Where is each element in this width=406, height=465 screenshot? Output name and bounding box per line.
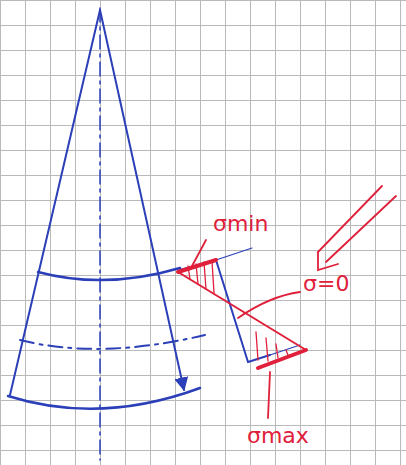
stress-label: σmin <box>210 212 271 236</box>
stress-label: σmax <box>244 424 312 448</box>
stress-label: σ=0 <box>300 272 352 296</box>
